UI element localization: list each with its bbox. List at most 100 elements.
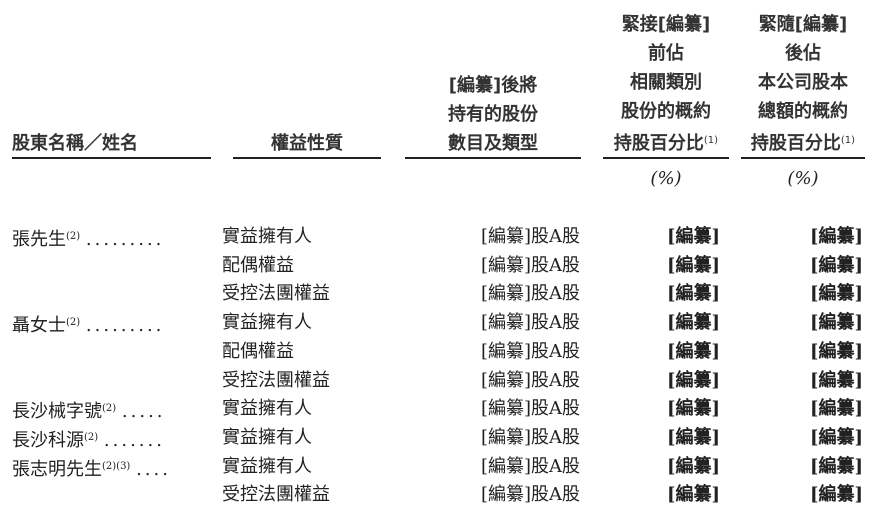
table-row: 配偶權益 [編纂]股A股 [編纂] [編纂] <box>0 251 880 280</box>
header-shares: [編纂]後將持有的股份數目及類型 <box>405 71 581 158</box>
header-line: 相關類別 <box>596 68 736 97</box>
header-line: 權益性質 <box>233 129 381 158</box>
interest-nature: 配偶權益 <box>222 340 294 362</box>
pct-before: [編纂] <box>666 254 720 276</box>
footnote-ref: (2) <box>66 317 81 329</box>
table-row: 聶女士(2) .........實益擁有人[編纂]股A股[編纂][編纂] <box>0 308 880 337</box>
pct-before: [編纂] <box>666 426 720 448</box>
header-text: 權益性質 <box>271 133 343 154</box>
header-text: 緊接[編纂] <box>621 14 711 35</box>
header-text: 前佔 <box>648 43 684 64</box>
header-line: 本公司股本 <box>736 68 870 97</box>
share-count: [編纂]股A股 <box>480 455 580 477</box>
share-count: [編纂]股A股 <box>480 426 580 448</box>
header-pct-after: 緊隨[編纂] 後佔本公司股本總額的概約持股百分比(1) <box>736 10 870 158</box>
share-count: [編纂]股A股 <box>480 369 580 391</box>
header-rule <box>603 157 729 159</box>
header-rule <box>233 157 381 159</box>
table-row: 長沙科源(2) ....... 實益擁有人 [編纂]股A股 [編纂] [編纂] <box>0 423 880 452</box>
table-row: 受控法團權益[編纂]股A股[編纂][編纂] <box>0 366 880 395</box>
header-line: 數目及類型 <box>405 129 581 158</box>
header-text: [編纂]後將 <box>448 75 538 96</box>
pct-before: [編纂] <box>666 226 720 247</box>
pct-after: [編纂] <box>809 369 863 391</box>
shareholder-name: 張先生(2) ......... <box>12 222 212 254</box>
interest-nature: 配偶權益 <box>222 254 294 276</box>
header-text: 持有的股份 <box>448 104 538 125</box>
footnote-ref: (2)(3) <box>102 460 131 472</box>
footnote-ref: (2) <box>84 431 99 443</box>
share-count: [編纂]股A股 <box>480 340 580 362</box>
header-line: 前佔 <box>596 39 736 68</box>
header-text: 持股百分比 <box>750 133 841 154</box>
pct-before: [編纂] <box>666 312 720 334</box>
pct-before: [編纂] <box>666 398 720 420</box>
share-count: [編纂]股A股 <box>480 398 580 420</box>
pct-before: [編纂] <box>666 484 720 506</box>
pct-before: [編纂] <box>666 455 720 477</box>
header-line: 持股百分比(1) <box>596 126 736 158</box>
interest-nature: 實益擁有人 <box>222 426 312 448</box>
header-text: 持股百分比 <box>613 133 704 154</box>
shareholder-name: 長沙科源(2) ....... <box>12 423 212 455</box>
name-text: 長沙科源 <box>12 429 84 451</box>
interest-nature: 實益擁有人 <box>222 455 312 477</box>
unit-percent: (%) <box>787 168 819 189</box>
pct-after: [編纂] <box>809 226 863 247</box>
leader-dots: ..... <box>121 401 166 423</box>
pct-after: [編纂] <box>809 455 863 477</box>
table-row: 張志明先生(2)(3) .... 實益擁有人 [編纂]股A股 [編纂] [編纂] <box>0 452 880 481</box>
shareholder-name: 張志明先生(2)(3) .... <box>12 452 212 484</box>
header-text: 本公司股本 <box>758 72 848 93</box>
header-line: 持股百分比(1) <box>736 126 870 158</box>
leader-dots: ....... <box>103 429 165 451</box>
header-text: 數目及類型 <box>448 133 538 154</box>
name-text: 張志明先生 <box>12 458 102 480</box>
pct-after: [編纂] <box>809 398 863 420</box>
leader-dots: .... <box>136 458 171 480</box>
header-line: 緊接[編纂] <box>596 10 736 39</box>
footnote-ref: (1) <box>703 135 719 146</box>
header-nature: 權益性質 <box>233 129 381 158</box>
table-row: 受控法團權益[編纂]股A股[編纂][編纂] <box>0 480 880 509</box>
header-rule <box>741 157 865 159</box>
leader-dots: ......... <box>85 315 165 337</box>
header-text: 相關類別 <box>630 72 702 93</box>
interest-nature: 受控法團權益 <box>222 369 330 391</box>
header-text: 緊隨[編纂] <box>758 14 848 35</box>
shareholder-name: 長沙械字號(2) ..... <box>12 394 212 426</box>
shareholder-name: 聶女士(2) ......... <box>12 308 212 340</box>
share-count: [編纂]股A股 <box>480 226 580 247</box>
footnote-ref: (2) <box>66 231 81 242</box>
table-row: 張先生(2) ......... 實益擁有人 [編纂]股A股 [編纂] [編纂] <box>0 222 880 251</box>
header-line: 後佔 <box>736 39 870 68</box>
unit-percent: (%) <box>650 168 682 189</box>
interest-nature: 受控法團權益 <box>222 484 330 506</box>
table-row: 長沙械字號(2) .....實益擁有人[編纂]股A股[編纂][編纂] <box>0 394 880 423</box>
pct-after: [編纂] <box>809 283 863 305</box>
pct-before: [編纂] <box>666 283 720 305</box>
header-text: 後佔 <box>785 43 821 64</box>
header-pct-before: 緊接[編纂] 前佔相關類別股份的概約持股百分比(1) <box>596 10 736 158</box>
name-text: 聶女士 <box>12 315 66 337</box>
pct-after: [編纂] <box>809 254 863 276</box>
name-text: 長沙械字號 <box>12 401 102 423</box>
leader-dots: ......... <box>85 229 165 250</box>
name-text: 張先生 <box>12 229 66 250</box>
share-count: [編纂]股A股 <box>480 312 580 334</box>
header-line: [編纂]後將 <box>405 71 581 100</box>
pct-before: [編纂] <box>666 340 720 362</box>
share-count: [編纂]股A股 <box>480 283 580 305</box>
pct-after: [編纂] <box>809 426 863 448</box>
header-rule <box>12 157 211 159</box>
interest-nature: 實益擁有人 <box>222 226 312 247</box>
header-line: 緊隨[編纂] <box>736 10 870 39</box>
header-rule <box>405 157 581 159</box>
header-line: 股東名稱／姓名 <box>12 129 212 158</box>
header-line: 股份的概約 <box>596 97 736 126</box>
header-text: 股東名稱／姓名 <box>12 133 138 154</box>
share-count: [編纂]股A股 <box>480 254 580 276</box>
header-text: 股份的概約 <box>621 101 711 122</box>
pct-after: [編纂] <box>809 484 863 506</box>
header-line: 總額的概約 <box>736 97 870 126</box>
